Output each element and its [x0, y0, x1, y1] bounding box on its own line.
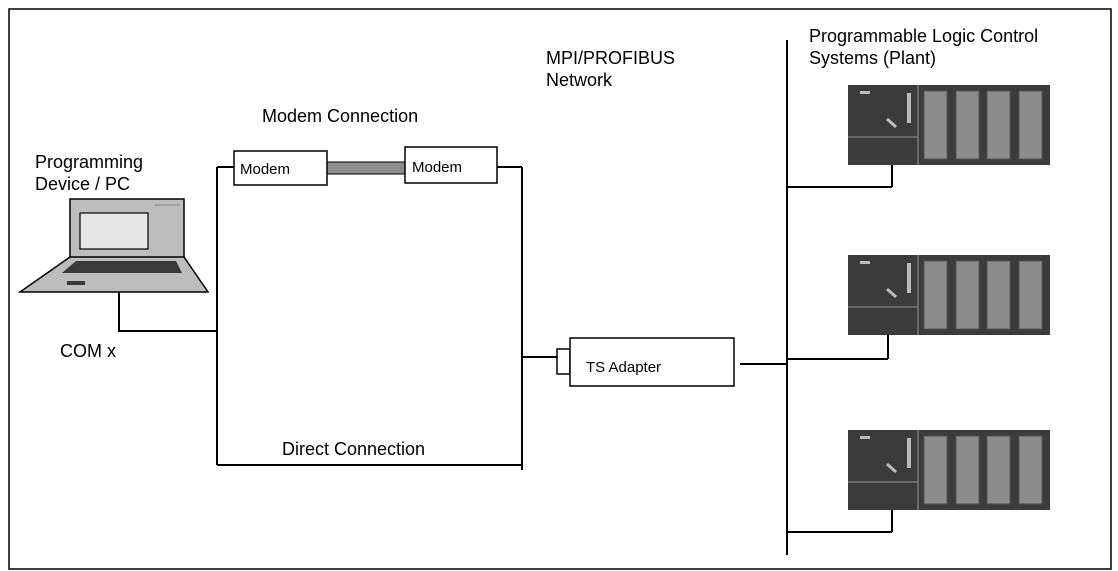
ts-adapter-label: TS Adapter [586, 359, 661, 376]
com-port-label: COM x [60, 341, 116, 361]
plc-unit-2 [787, 255, 1050, 360]
modem-left-box [233, 150, 328, 186]
laptop-icon [17, 198, 210, 293]
modem-right-box [404, 146, 498, 184]
modem-cable [326, 161, 406, 175]
modem-left-label: Modem [240, 161, 290, 178]
modem-connection-label: Modem Connection [262, 106, 418, 126]
plc-unit-1 [787, 85, 1050, 188]
com-cable [118, 292, 217, 332]
diagram-frame [8, 8, 1112, 570]
programming-device-label-line1: Programming [35, 152, 143, 172]
modem-right-label: Modem [412, 159, 462, 176]
plc-unit-3 [787, 430, 1050, 533]
direct-connection-label: Direct Connection [282, 439, 425, 459]
ts-adapter-box [569, 337, 735, 387]
network-label-line2: Network [546, 70, 613, 90]
plc-title-line1: Programmable Logic Control [809, 26, 1038, 46]
plc-title-line2: Systems (Plant) [809, 48, 936, 68]
network-label-line1: MPI/PROFIBUS [546, 48, 675, 68]
programming-device-label-line2: Device / PC [35, 174, 130, 194]
ts-adapter-plug [556, 348, 571, 375]
